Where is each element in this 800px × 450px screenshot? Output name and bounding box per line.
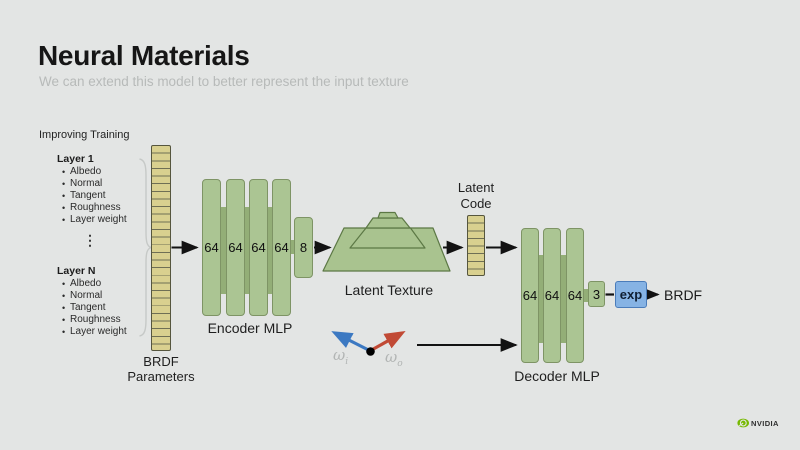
layerN-item: Tangent [57, 302, 152, 314]
nvidia-eye-icon [737, 418, 749, 428]
layer1-item: Normal [57, 178, 152, 190]
encoder-connector [264, 207, 275, 294]
encoder-hidden-bar: 64 [226, 179, 245, 316]
encoder-label: Encoder MLP [207, 320, 293, 336]
brdf-output-label: BRDF [664, 287, 703, 303]
vertical-ellipsis: ⋮ [83, 232, 97, 248]
layerN-header: Layer N [57, 265, 96, 277]
nvidia-wordmark: NVIDIA [751, 419, 779, 428]
layer1-item: Layer weight [57, 214, 152, 226]
section-label: Improving Training [39, 129, 130, 141]
layerN-item: Layer weight [57, 326, 152, 338]
layerN-item: Roughness [57, 314, 152, 326]
decoder-hidden-bar: 64 [543, 228, 561, 363]
encoder-hidden-bar: 64 [272, 179, 291, 316]
decoder-output-bar: 3 [588, 281, 605, 307]
brdf-params-label: BRDF Parameters [127, 354, 195, 384]
omega-i-label: ωi [333, 346, 349, 367]
layer1-item: Tangent [57, 190, 152, 202]
page-subtitle: We can extend this model to better repre… [39, 74, 409, 89]
decoder-hidden-bar: 64 [521, 228, 539, 363]
layerN-item: Albedo [57, 278, 152, 290]
decoder-connector [536, 255, 547, 343]
decoder-connector [559, 255, 570, 343]
layer1-header: Layer 1 [57, 153, 94, 165]
surface-point-dot [366, 347, 375, 356]
omega-o-label: ωo [385, 348, 403, 369]
omega-i-arrow [331, 331, 369, 351]
encoder-connector [218, 207, 229, 294]
layer1-item: Roughness [57, 202, 152, 214]
brdf-params-column [151, 145, 171, 351]
latent-code-label: Latent Code [457, 180, 495, 211]
exp-activation-box: exp [615, 281, 647, 308]
page-title: Neural Materials [38, 40, 250, 71]
omega-o-arrow [371, 330, 406, 351]
layer1-block: Layer 1 Albedo Normal Tangent Roughness … [57, 153, 152, 226]
encoder-hidden-bar: 64 [202, 179, 221, 316]
latent-texture-pyramid [322, 211, 451, 272]
nvidia-logo: NVIDIA [737, 418, 779, 428]
decoder-label: Decoder MLP [514, 368, 600, 384]
latent-code-column [467, 215, 485, 276]
decoder-connector [581, 289, 591, 302]
encoder-connector [241, 207, 252, 294]
encoder-connector [288, 240, 297, 254]
layer1-item: Albedo [57, 166, 152, 178]
encoder-hidden-bar: 64 [249, 179, 268, 316]
latent-texture-label: Latent Texture [344, 282, 434, 298]
encoder-output-bar: 8 [294, 217, 313, 278]
layerN-item: Normal [57, 290, 152, 302]
layerN-block: Layer N Albedo Normal Tangent Roughness … [57, 265, 152, 338]
decoder-hidden-bar: 64 [566, 228, 584, 363]
